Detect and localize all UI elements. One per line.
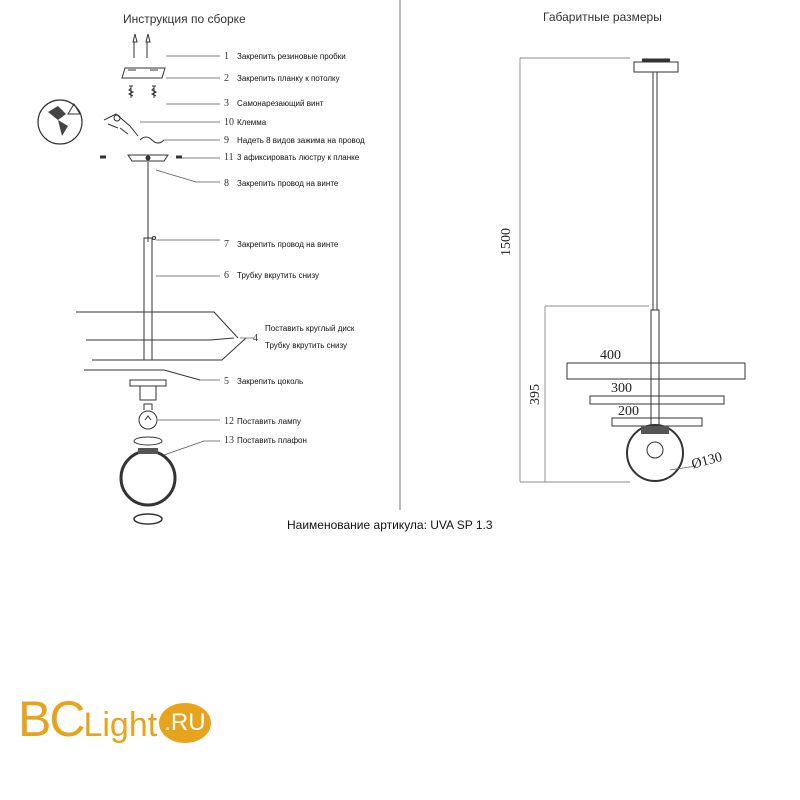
round-disks-icon [76, 311, 247, 361]
step-label: Трубку вкрутить снизу [265, 341, 348, 350]
step-label: Поставить круглый диск [265, 324, 355, 333]
step-number: 6 [224, 270, 229, 281]
disk-400-icon [566, 362, 746, 380]
disk-300-icon [589, 395, 725, 405]
dimension-lamp-height: 395 [528, 384, 543, 405]
step-label: 3 афиксировать люстру к планке [237, 153, 360, 162]
step-label: Закрепить резиновые пробки [237, 52, 346, 61]
glass-shade-icon [119, 449, 177, 507]
step-number: 8 [224, 178, 229, 189]
shade-icon [626, 424, 684, 482]
step-number: 11 [224, 152, 234, 163]
step-number: 1 [224, 51, 229, 62]
electrical-warning-icon [37, 99, 83, 145]
step-number: 2 [224, 73, 229, 84]
leader-lines [140, 55, 254, 456]
dimension-disk-large: 400 [600, 348, 621, 363]
lamp-bulb-icon [138, 403, 158, 430]
canopy-icon [100, 154, 182, 162]
dimension-disk-small: 200 [618, 404, 639, 419]
logo-light: Light [83, 706, 158, 744]
screws-icon [127, 85, 158, 98]
step-number: 12 [224, 416, 234, 427]
suspension-rod [652, 72, 658, 310]
step-label: Поставить плафон [237, 436, 307, 445]
socket-icon [129, 379, 167, 401]
step-number: 4 [253, 333, 258, 344]
step-number: 3 [224, 98, 229, 109]
step-number: 13 [224, 435, 234, 446]
bclight-logo: BCLight.RU [18, 690, 211, 748]
step-label: Самонарезающий винт [237, 99, 324, 108]
wire-clamp-icon [139, 136, 165, 144]
step-number: 7 [224, 239, 229, 250]
assembly-title: Инструкция по сборке [123, 12, 246, 26]
step-label: Закрепить провод на винте [237, 179, 339, 188]
logo-bc: BC [18, 691, 85, 747]
step-label: Надеть 8 видов зажима на провод [237, 136, 365, 145]
step-number: 9 [224, 135, 229, 146]
rubber-plugs-icon [132, 33, 151, 58]
upper-tube-icon [143, 237, 153, 313]
step-label: Закрепить цоколь [237, 377, 304, 386]
ring-bottom-icon [133, 513, 163, 525]
step-number: 5 [224, 376, 229, 387]
terminal-icon [103, 113, 139, 137]
lower-tube-icon [143, 311, 153, 361]
step-label: Трубку вкрутить снизу [237, 271, 320, 280]
dimensions-title: Габаритные размеры [543, 10, 662, 24]
ceiling-canopy-icon [633, 61, 679, 73]
step-label: Клемма [237, 118, 267, 127]
article-name: Наименование артикула: UVA SP 1.3 [287, 518, 493, 532]
dimension-total-height: 1500 [499, 228, 514, 256]
logo-ru-badge: .RU [159, 703, 211, 743]
dimension-disk-medium: 300 [611, 381, 632, 396]
ring-top-icon [133, 436, 163, 446]
mounting-plate-icon [121, 67, 166, 79]
step-label: Закрепить провод на винте [237, 240, 339, 249]
step-label: Поставить лампу [237, 417, 301, 426]
socket-guide-line [84, 369, 201, 381]
step-number: 10 [224, 117, 234, 128]
dimension-drawing [519, 57, 746, 483]
step-label: Закрепить планку к потолку [237, 74, 340, 83]
